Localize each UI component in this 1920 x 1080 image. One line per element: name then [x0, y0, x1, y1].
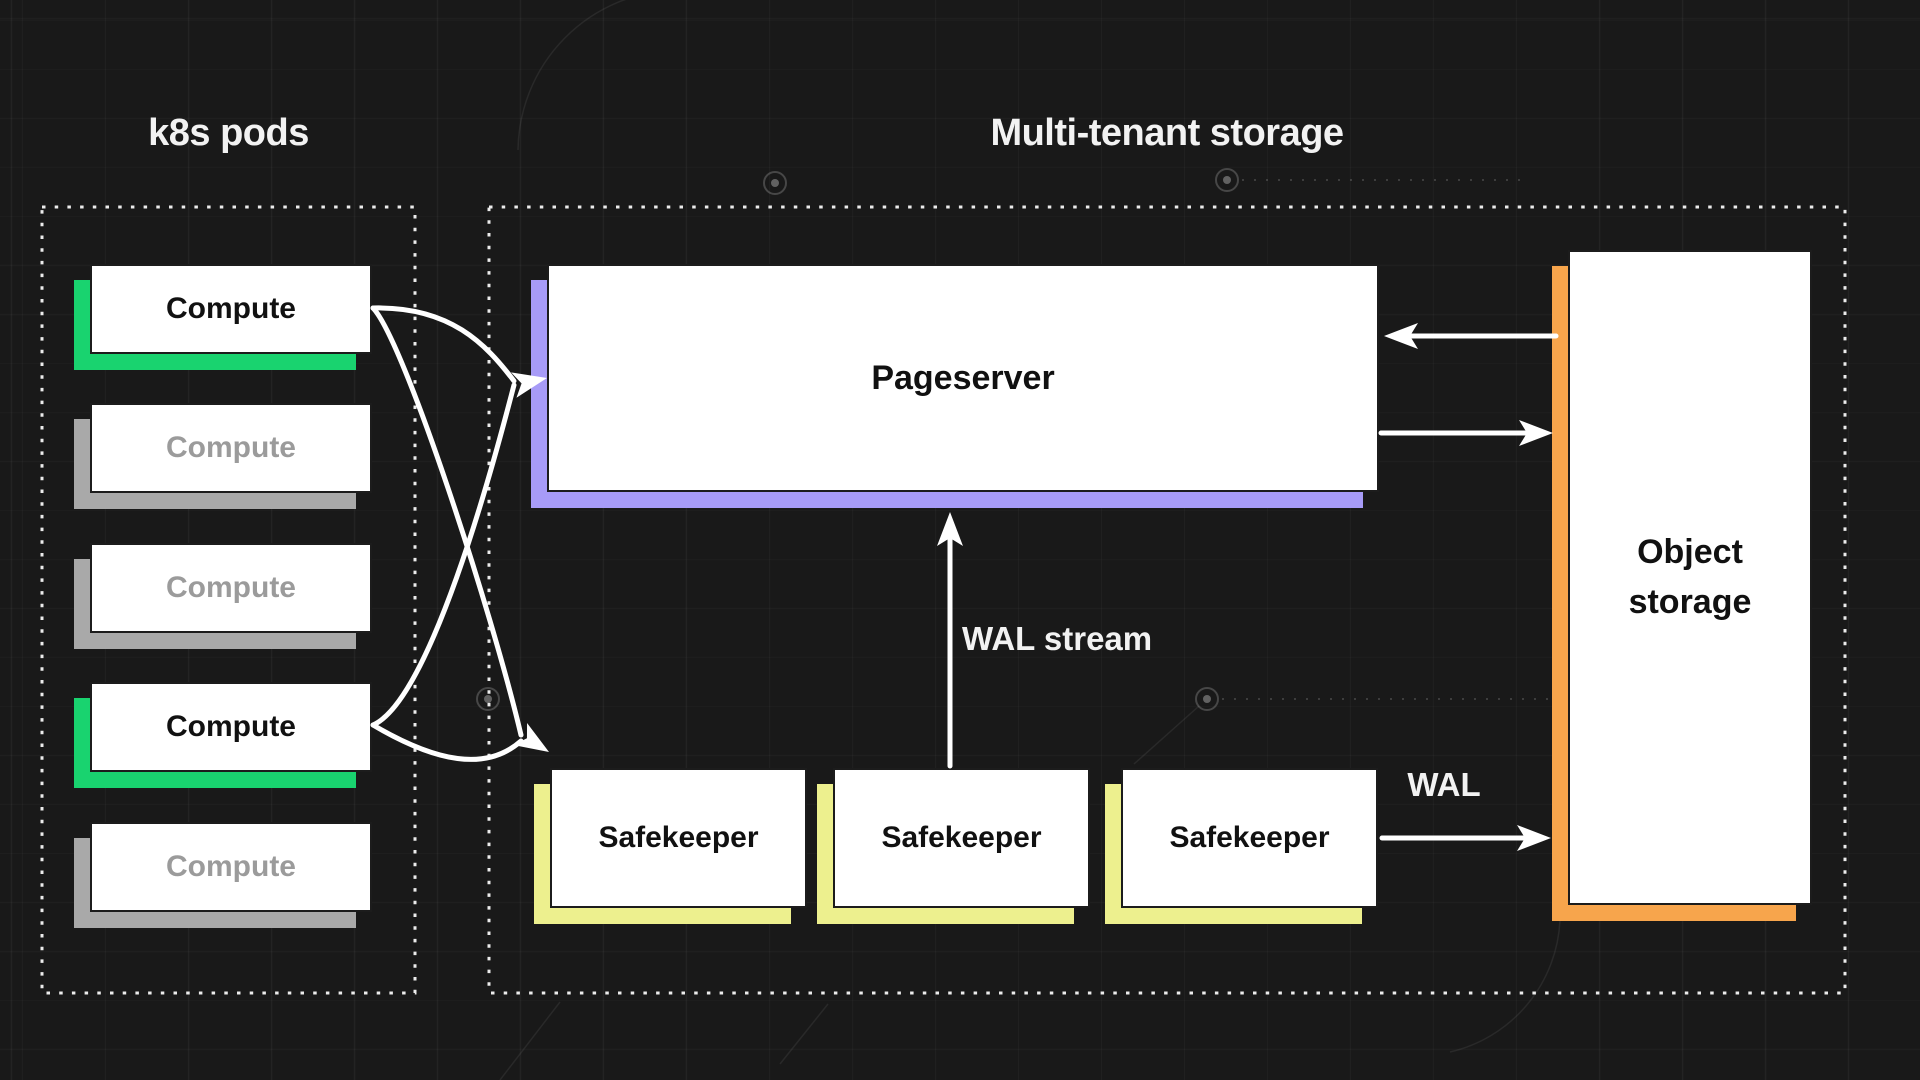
compute-node-4: Compute [74, 682, 372, 788]
arrowhead-pageserver-inlet [511, 372, 547, 398]
decorative-ring-dot [1203, 695, 1211, 703]
arrowhead-wal-stream [937, 512, 963, 546]
object-storage-node: Object storage [1552, 250, 1812, 921]
arc-bottom-right [1449, 919, 1561, 1053]
wal-stream-label: WAL stream [962, 620, 1153, 657]
decorative-ring [1215, 168, 1239, 192]
pageserver-node: Pageserver [531, 264, 1379, 508]
wal-label: WAL [1407, 766, 1481, 803]
arrowhead-into-object-storage-top [1519, 420, 1553, 446]
decorative-ring-dot [1223, 176, 1231, 184]
arrowhead-safekeeper-inlet [513, 722, 549, 752]
safekeeper-node-3: Safekeeper [1105, 768, 1378, 924]
safekeeper-node-2: Safekeeper [817, 768, 1090, 924]
multi-tenant-storage-title: Multi-tenant storage [990, 112, 1344, 154]
compute-node-3: Compute [74, 543, 372, 649]
compute-node-label: Compute [90, 264, 372, 354]
decorative-ring-dot [771, 179, 779, 187]
safekeeper-label: Safekeeper [550, 768, 807, 908]
arrowhead-into-pageserver [1384, 323, 1418, 349]
safekeeper-label: Safekeeper [1121, 768, 1378, 908]
decorative-ring [476, 687, 500, 711]
safekeeper-node-1: Safekeeper [534, 768, 807, 924]
compute-node-1: Compute [74, 264, 372, 370]
compute-node-label: Compute [90, 822, 372, 912]
decorative-ring [1195, 687, 1219, 711]
compute-node-label: Compute [90, 543, 372, 633]
k8s-pods-title: k8s pods [148, 112, 309, 154]
diagonal-line-safekeeper-ring [1133, 705, 1200, 765]
compute-node-2: Compute [74, 403, 372, 509]
object-storage-label: Object storage [1568, 250, 1812, 905]
arrowhead-into-object-storage-bottom [1517, 825, 1551, 851]
decorative-ring-dot [484, 695, 492, 703]
decorative-ring [763, 171, 787, 195]
diagonal-line-bottom-left [499, 1001, 561, 1080]
arrow-compute4-to-safekeeper [370, 722, 524, 762]
compute-node-label: Compute [90, 403, 372, 493]
multi-tenant-storage-region-border [487, 205, 1847, 995]
pageserver-label: Pageserver [547, 264, 1379, 492]
quarter-arc-top [517, 0, 627, 151]
arrow-compute1-to-safekeeper [370, 305, 524, 738]
arrow-compute4-to-pageserver [370, 382, 517, 728]
diagonal-line-bottom-mid [779, 1003, 829, 1065]
safekeeper-label: Safekeeper [833, 768, 1090, 908]
arrow-compute1-to-pageserver [370, 305, 517, 384]
compute-node-label: Compute [90, 682, 372, 772]
compute-node-5: Compute [74, 822, 372, 928]
